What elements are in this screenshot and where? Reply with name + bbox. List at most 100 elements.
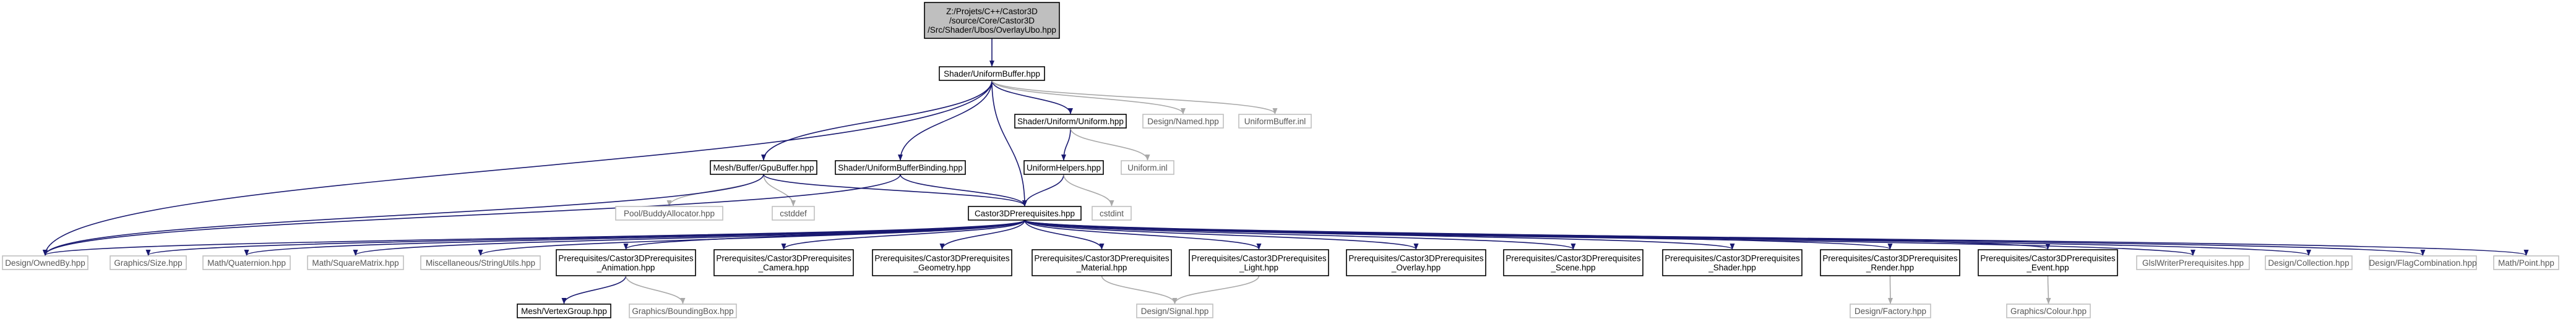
edge-prereq-to-p_ovl	[1024, 219, 1419, 250]
node-box	[2, 255, 88, 270]
node-prereq[interactable]: Castor3DPrerequisites.hpp	[968, 206, 1082, 221]
node-label: Design/OwnedBy.hpp	[5, 258, 85, 268]
node-box	[835, 160, 966, 175]
edge-gpu-to-prereq	[763, 174, 1027, 206]
node-gsize: Graphics/Size.hpp	[110, 255, 187, 270]
node-label: Prerequisites/Castor3DPrerequisites	[1665, 254, 1800, 263]
node-label: Castor3DPrerequisites.hpp	[975, 209, 1075, 218]
dependency-edges	[43, 38, 2528, 304]
node-box	[1850, 304, 1931, 318]
node-p-mat[interactable]: Prerequisites/Castor3DPrerequisites_Mate…	[1032, 249, 1172, 276]
edge-prereq-to-point	[1024, 219, 2528, 256]
edge-prereq-to-p_anim	[623, 219, 1025, 250]
edge-gpu-to-pool	[666, 174, 764, 206]
node-uinl: Uniform.inl	[1121, 160, 1174, 175]
node-label: _Camera.hpp	[758, 263, 809, 273]
node-box	[1189, 249, 1329, 276]
node-label: Design/Collection.hpp	[2268, 258, 2349, 268]
node-colour: Graphics/Colour.hpp	[2006, 304, 2091, 318]
node-label: _Geometry.hpp	[913, 263, 970, 273]
node-label: Pool/BuddyAllocator.hpp	[624, 209, 715, 218]
node-label: Prerequisites/Castor3DPrerequisites	[1348, 254, 1484, 263]
edge-prereq-to-p_light	[1024, 219, 1262, 250]
node-sqm: Math/SquareMatrix.hpp	[307, 255, 404, 270]
node-label: Prerequisites/Castor3DPrerequisites	[1980, 254, 2116, 263]
edge-prereq-to-p_cam	[781, 219, 1025, 250]
edge-prereq-to-p_geo	[939, 219, 1025, 250]
node-owned: Design/OwnedBy.hpp	[2, 255, 88, 270]
node-box	[2006, 304, 2091, 318]
node-label: _Scene.hpp	[1550, 263, 1595, 273]
node-box	[556, 249, 696, 276]
node-label: cstddef	[780, 209, 807, 218]
node-label: Prerequisites/Castor3DPrerequisites	[558, 254, 694, 263]
node-label: Design/Named.hpp	[1147, 117, 1219, 126]
node-p-render[interactable]: Prerequisites/Castor3DPrerequisites_Rend…	[1820, 249, 1960, 276]
node-label: Graphics/Size.hpp	[114, 258, 182, 268]
node-label: _Material.hpp	[1076, 263, 1127, 273]
node-p-ovl[interactable]: Prerequisites/Castor3DPrerequisites_Over…	[1346, 249, 1486, 276]
node-box	[924, 2, 1060, 39]
node-p-light[interactable]: Prerequisites/Castor3DPrerequisites_Ligh…	[1189, 249, 1329, 276]
node-box	[1014, 114, 1127, 129]
node-quat: Math/Quaternion.hpp	[202, 255, 291, 270]
node-label: Z:/Projets/C++/Castor3D	[946, 7, 1038, 16]
node-box	[939, 66, 1045, 81]
edge-uh-to-prereq	[1022, 174, 1064, 206]
edge-ub-to-ubinl	[991, 80, 1278, 114]
node-vg[interactable]: Mesh/VertexGroup.hpp	[517, 304, 611, 318]
node-ubb[interactable]: Shader/UniformBufferBinding.hpp	[835, 160, 966, 175]
node-p-anim[interactable]: Prerequisites/Castor3DPrerequisites_Anim…	[556, 249, 696, 276]
node-label: Math/SquareMatrix.hpp	[312, 258, 398, 268]
edge-gpu-to-owned	[43, 174, 764, 256]
node-label: UniformBuffer.inl	[1244, 117, 1306, 126]
edge-p_event-to-colour	[2046, 275, 2051, 304]
edge-gpu-to-cstddef	[763, 174, 796, 206]
node-label: _Render.hpp	[1866, 263, 1914, 273]
node-label: Prerequisites/Castor3DPrerequisites	[1822, 254, 1958, 263]
node-label: Prerequisites/Castor3DPrerequisites	[1191, 254, 1327, 263]
edge-ub-to-named	[991, 80, 1186, 114]
node-gpu[interactable]: Mesh/Buffer/GpuBuffer.hpp	[710, 160, 817, 175]
node-label: Design/FlagCombination.hpp	[2369, 258, 2476, 268]
node-uh[interactable]: UniformHelpers.hpp	[1023, 160, 1104, 175]
node-box	[629, 304, 737, 318]
node-box	[872, 249, 1012, 276]
node-glsl: GlslWriterPrerequisites.hpp	[2136, 255, 2250, 270]
node-box	[1346, 249, 1486, 276]
edge-ub-to-owned	[43, 80, 993, 256]
node-p-scene[interactable]: Prerequisites/Castor3DPrerequisites_Scen…	[1503, 249, 1643, 276]
node-label: _Shader.hpp	[1708, 263, 1756, 273]
edge-p_anim-to-bbox	[625, 275, 686, 304]
node-pool: Pool/BuddyAllocator.hpp	[615, 206, 723, 221]
edge-uh-to-cstdint	[1063, 174, 1114, 206]
node-bbox: Graphics/BoundingBox.hpp	[629, 304, 737, 318]
node-label: _Overlay.hpp	[1391, 263, 1441, 273]
node-p-event[interactable]: Prerequisites/Castor3DPrerequisites_Even…	[1978, 249, 2118, 276]
node-label: Prerequisites/Castor3DPrerequisites	[1506, 254, 1641, 263]
node-label: Shader/UniformBufferBinding.hpp	[838, 163, 963, 172]
node-ub[interactable]: Shader/UniformBuffer.hpp	[939, 66, 1045, 81]
node-p-shader[interactable]: Prerequisites/Castor3DPrerequisites_Shad…	[1662, 249, 1803, 276]
edge-ub-to-prereq	[991, 80, 1027, 206]
node-label: cstdint	[1100, 209, 1124, 218]
node-box	[307, 255, 404, 270]
edge-ub-to-gpu	[761, 80, 993, 161]
node-box	[420, 255, 541, 270]
node-box	[517, 304, 611, 318]
edge-ubb-to-owned	[43, 174, 901, 256]
node-label: Shader/Uniform/Uniform.hpp	[1017, 117, 1124, 126]
edge-p_light-to-signal	[1172, 275, 1260, 304]
node-box	[1820, 249, 1960, 276]
node-label: Miscellaneous/StringUtils.hpp	[426, 258, 535, 268]
node-p-cam[interactable]: Prerequisites/Castor3DPrerequisites_Came…	[713, 249, 854, 276]
node-root[interactable]: Z:/Projets/C++/Castor3D/source/Core/Cast…	[924, 2, 1060, 39]
node-label: Shader/UniformBuffer.hpp	[944, 69, 1040, 79]
edge-prereq-to-p_mat	[1024, 219, 1105, 250]
node-label: Graphics/Colour.hpp	[2010, 307, 2087, 316]
node-uni[interactable]: Shader/Uniform/Uniform.hpp	[1014, 114, 1127, 129]
node-p-geo[interactable]: Prerequisites/Castor3DPrerequisites_Geom…	[872, 249, 1012, 276]
node-label: Prerequisites/Castor3DPrerequisites	[716, 254, 851, 263]
node-box	[1023, 160, 1104, 175]
